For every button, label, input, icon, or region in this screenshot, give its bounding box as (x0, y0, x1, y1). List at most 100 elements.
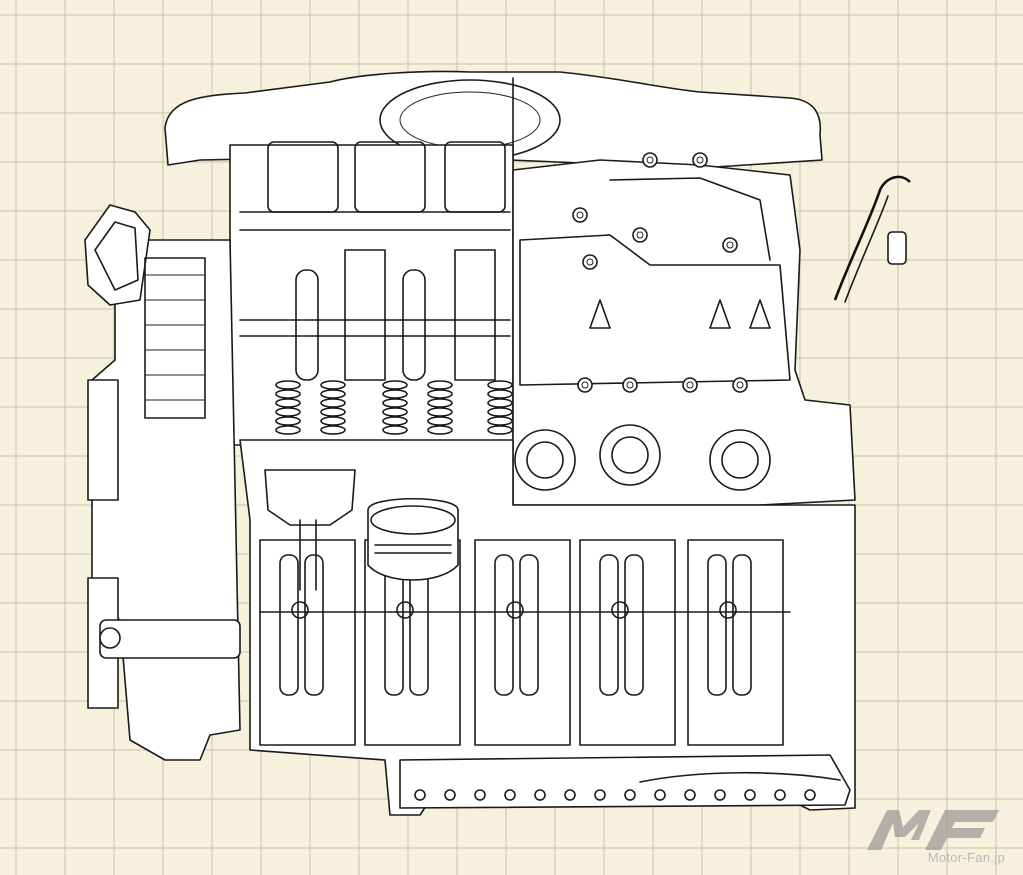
crank-bay (579, 539, 676, 746)
rod-bolt (396, 601, 414, 619)
exhaust-port (514, 429, 576, 491)
valve-spring-coil (275, 416, 301, 426)
valve-spring-coil (275, 380, 301, 390)
crankcase-bays (259, 539, 791, 746)
pan-bolt (774, 789, 786, 801)
bolt-head (682, 377, 698, 393)
crank-bay (259, 539, 356, 746)
valve-spring-coil (382, 425, 408, 435)
bolt-head (692, 152, 708, 168)
connecting-rod (707, 554, 727, 696)
valve-spring-coil (320, 380, 346, 390)
piston-left (264, 469, 356, 526)
intake-manifold-cover (164, 70, 823, 169)
pan-bolt (744, 789, 756, 801)
valve-spring-coil (275, 398, 301, 408)
rod-bolt (506, 601, 524, 619)
connecting-rod (279, 554, 299, 696)
valve-spring-coil (320, 425, 346, 435)
bolt-center (686, 381, 694, 389)
pan-bolt (714, 789, 726, 801)
bolt-center (726, 241, 734, 249)
valve-spring-coil (275, 407, 301, 417)
pan-bolt (654, 789, 666, 801)
pan-bolt (474, 789, 486, 801)
connecting-rod (599, 554, 619, 696)
valve-spring-coil (320, 398, 346, 408)
exhaust-port-inner (611, 436, 649, 474)
bolt-center (626, 381, 634, 389)
oil-pan-bolts (414, 789, 816, 801)
valve-spring-coil (487, 389, 513, 399)
pan-bolt (684, 789, 696, 801)
exhaust-ports (514, 299, 771, 491)
rod-bolt (611, 601, 629, 619)
bolt-center (736, 381, 744, 389)
valve-spring-coil (487, 398, 513, 408)
valve-spring-coil (382, 389, 408, 399)
piston-center (367, 498, 459, 581)
exhaust-port (709, 429, 771, 491)
bolt-head (732, 377, 748, 393)
valve-spring-coil (275, 389, 301, 399)
pan-bolt (624, 789, 636, 801)
valve-spring-coil (320, 389, 346, 399)
connecting-rod (519, 554, 539, 696)
bolt-head (577, 377, 593, 393)
valve-spring-coil (382, 416, 408, 426)
coil-boss (589, 299, 611, 329)
valve-spring-coil (427, 425, 453, 435)
crank-bay (474, 539, 571, 746)
bolt-center (581, 381, 589, 389)
pan-bolt (414, 789, 426, 801)
breather-hose (833, 175, 911, 301)
valve-spring-coil (427, 416, 453, 426)
bolt-center (696, 156, 704, 164)
bolt-head (632, 227, 648, 243)
valve-spring-coil (487, 416, 513, 426)
watermark-text: Motor-Fan.jp (927, 850, 1005, 865)
exhaust-port-inner (526, 441, 564, 479)
bolt-center (636, 231, 644, 239)
valve-spring-coil (427, 380, 453, 390)
exhaust-port (599, 424, 661, 486)
bolt-center (646, 156, 654, 164)
pan-bolt (534, 789, 546, 801)
valve-spring-coil (320, 407, 346, 417)
exhaust-port-inner (721, 441, 759, 479)
valve-spring-coil (382, 380, 408, 390)
valve-spring-coil (427, 389, 453, 399)
connecting-rod (732, 554, 752, 696)
bolt-center (586, 258, 594, 266)
bolt-head (582, 254, 598, 270)
coil-boss (709, 299, 731, 329)
pan-bolt (804, 789, 816, 801)
valve-spring-coil (487, 380, 513, 390)
connecting-rod (494, 554, 514, 696)
motor-fan-logo-mark (867, 810, 999, 850)
coil-boss (749, 299, 771, 329)
bolt-head (722, 237, 738, 253)
valve-spring-coil (382, 398, 408, 408)
bolt-head (572, 207, 588, 223)
connecting-rod (304, 554, 324, 696)
valve-spring-coil (487, 407, 513, 417)
valve-spring-coil (487, 425, 513, 435)
valve-spring-coil (382, 407, 408, 417)
rod-bolt (719, 601, 737, 619)
pan-bolt (504, 789, 516, 801)
rod-bolt (291, 601, 309, 619)
motor-fan-logo: Motor-Fan.jp (859, 795, 1009, 865)
engine-block-drawing (84, 70, 911, 816)
valve-spring-coil (275, 425, 301, 435)
pan-bolt (564, 789, 576, 801)
bolt-center (576, 211, 584, 219)
pan-bolt (444, 789, 456, 801)
valve-spring-coil (320, 416, 346, 426)
valve-spring-coil (427, 407, 453, 417)
bolt-head (622, 377, 638, 393)
oil-filler-cap (84, 204, 151, 306)
valve-spring-coil (427, 398, 453, 408)
